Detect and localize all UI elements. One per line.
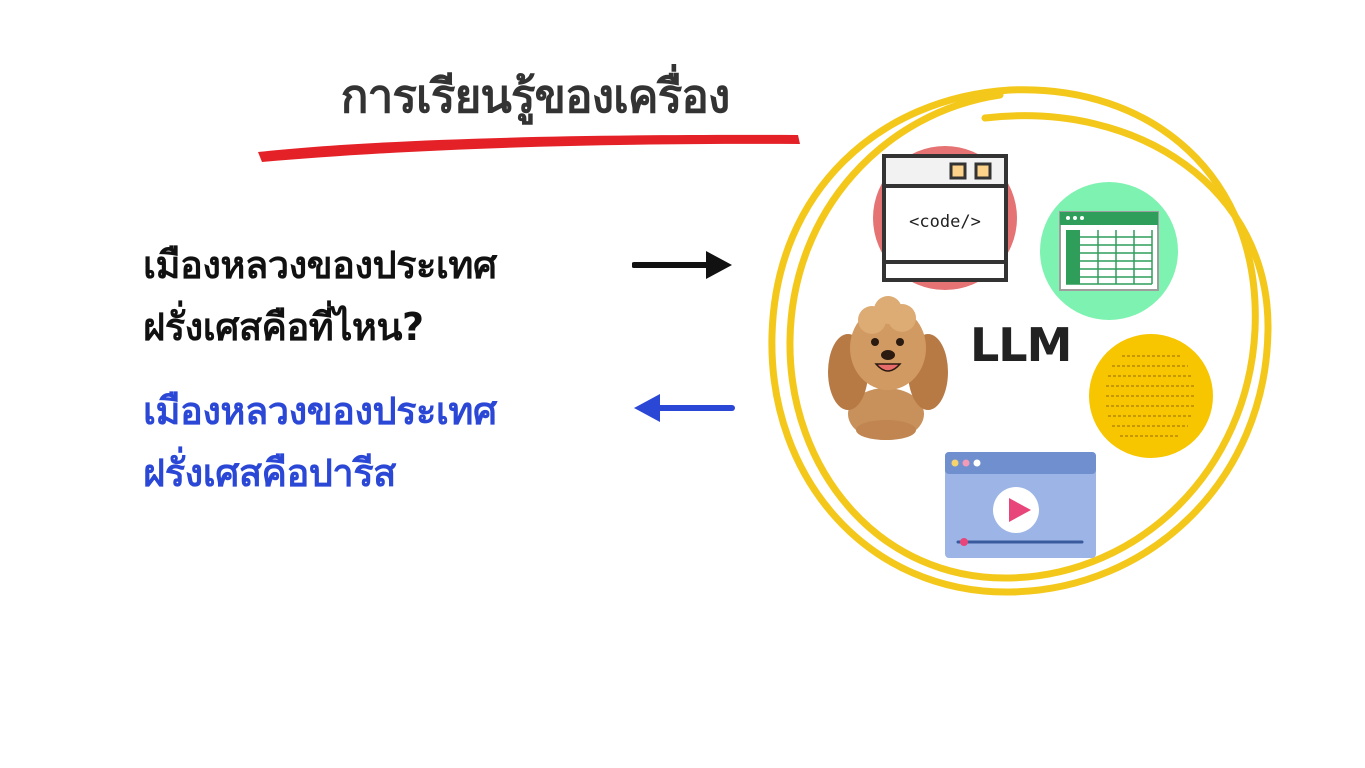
- video-player-icon: [945, 452, 1096, 558]
- handwritten-document-icon: [1089, 334, 1213, 458]
- question-line-1: เมืองหลวงของประเทศ: [143, 243, 497, 287]
- yellow-circle: [768, 86, 1272, 596]
- page-title: การเรียนรู้ของเครื่อง: [340, 69, 731, 123]
- llm-label: LLM: [970, 318, 1072, 372]
- question-line-2: ฝรั่งเศสคือที่ไหน?: [143, 305, 424, 349]
- code-tag-label: <code/>: [909, 212, 981, 232]
- answer-line-2: ฝรั่งเศสคือปารีส: [143, 451, 396, 495]
- right-arrow-icon: [632, 251, 732, 279]
- code-window-icon: [873, 146, 1017, 290]
- answer-line-1: เมืองหลวงของประเทศ: [143, 389, 497, 433]
- answer-text: เมืองหลวงของประเทศ ฝรั่งเศสคือปารีส: [143, 380, 497, 504]
- spreadsheet-icon: [1040, 182, 1178, 320]
- dog-photo: [828, 296, 948, 440]
- question-text: เมืองหลวงของประเทศ ฝรั่งเศสคือที่ไหน?: [143, 234, 497, 358]
- left-arrow-icon: [634, 394, 735, 422]
- title-underline: [258, 134, 800, 162]
